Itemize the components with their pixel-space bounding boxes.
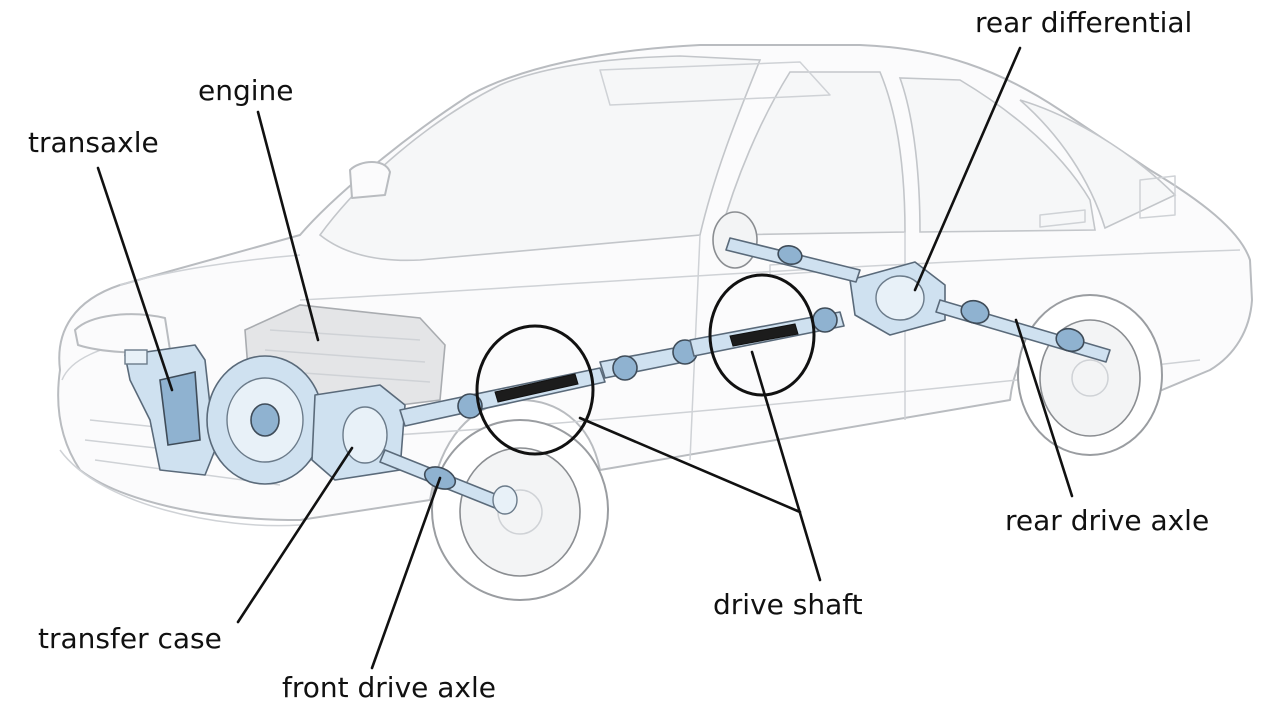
torque-converter xyxy=(206,355,324,485)
label-front-drive-axle: front drive axle xyxy=(282,671,496,704)
rear-axle-left xyxy=(725,237,861,283)
transaxle-part xyxy=(124,344,216,476)
leader-rear-drive-axle xyxy=(1014,318,1074,498)
drive-shaft-circle-rear xyxy=(708,273,816,397)
front-wheel xyxy=(431,419,609,601)
label-transaxle: transaxle xyxy=(28,126,159,159)
label-rear-differential: rear differential xyxy=(975,6,1192,39)
drive-shaft-circle-front xyxy=(475,324,595,456)
front-drive-shaft-part xyxy=(399,367,606,427)
leader-engine xyxy=(256,110,320,342)
leader-transaxle xyxy=(96,166,174,392)
drivetrain xyxy=(124,237,1111,515)
leader-front-drive-axle xyxy=(370,476,442,670)
label-drive-shaft: drive shaft xyxy=(713,588,863,621)
labels: transaxle engine rear differential rear … xyxy=(28,6,1209,704)
leader-rear-differential xyxy=(913,46,1022,292)
front-drive-axle-part xyxy=(379,449,518,515)
label-transfer-case: transfer case xyxy=(38,622,222,655)
label-rear-drive-axle: rear drive axle xyxy=(1005,504,1209,537)
rear-differential-part xyxy=(849,261,946,336)
leader-lines xyxy=(96,46,1074,670)
label-engine: engine xyxy=(198,74,294,107)
leader-transfer-case xyxy=(236,446,354,624)
leader-drive-shaft-rear xyxy=(750,350,822,582)
rear-wheel xyxy=(1017,294,1163,456)
leader-drive-shaft-front xyxy=(578,416,802,514)
rear-drive-axle-part xyxy=(935,299,1111,363)
rear-drive-shaft-part xyxy=(689,307,845,357)
